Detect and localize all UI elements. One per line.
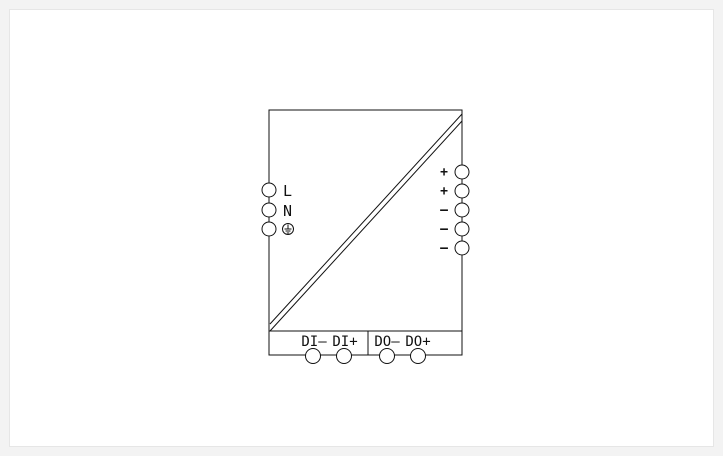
input-terminal-group: L N (261, 182, 294, 237)
bottom-terminal-do-plus[interactable] (410, 348, 426, 364)
input-terminal-n[interactable] (261, 202, 277, 218)
output-terminal-minus-3[interactable] (454, 240, 470, 256)
input-label-l: L (283, 182, 292, 200)
output-label-plus-2: + (440, 184, 448, 199)
input-terminal-pe[interactable] (261, 221, 277, 237)
bottom-label-di-minus: DI– (301, 334, 327, 350)
input-terminal-l[interactable] (261, 182, 277, 198)
bottom-terminal-di-plus[interactable] (336, 348, 352, 364)
diagonal-line-inner (269, 120, 463, 332)
output-label-minus-3: – (440, 241, 448, 256)
output-label-minus-1: – (440, 203, 448, 218)
bottom-label-do-plus: DO+ (405, 334, 430, 350)
output-label-minus-2: – (440, 222, 448, 237)
diagonal-line-outer (269, 113, 463, 325)
diagram-canvas (9, 9, 714, 447)
bottom-terminal-group: DI– DI+ DO– DO+ (301, 334, 431, 364)
bottom-terminal-do-minus[interactable] (379, 348, 395, 364)
output-label-plus-1: + (440, 165, 448, 180)
bottom-terminal-di-minus[interactable] (305, 348, 321, 364)
output-terminal-plus-2[interactable] (454, 183, 470, 199)
bottom-label-di-plus: DI+ (332, 334, 357, 350)
output-terminal-minus-2[interactable] (454, 221, 470, 237)
ground-icon (282, 223, 294, 235)
device-body (268, 109, 463, 356)
output-terminal-minus-1[interactable] (454, 202, 470, 218)
input-label-n: N (283, 202, 292, 220)
output-terminal-plus-1[interactable] (454, 164, 470, 180)
bottom-label-do-minus: DO– (374, 334, 400, 350)
output-terminal-group: + + – – – (440, 164, 470, 256)
